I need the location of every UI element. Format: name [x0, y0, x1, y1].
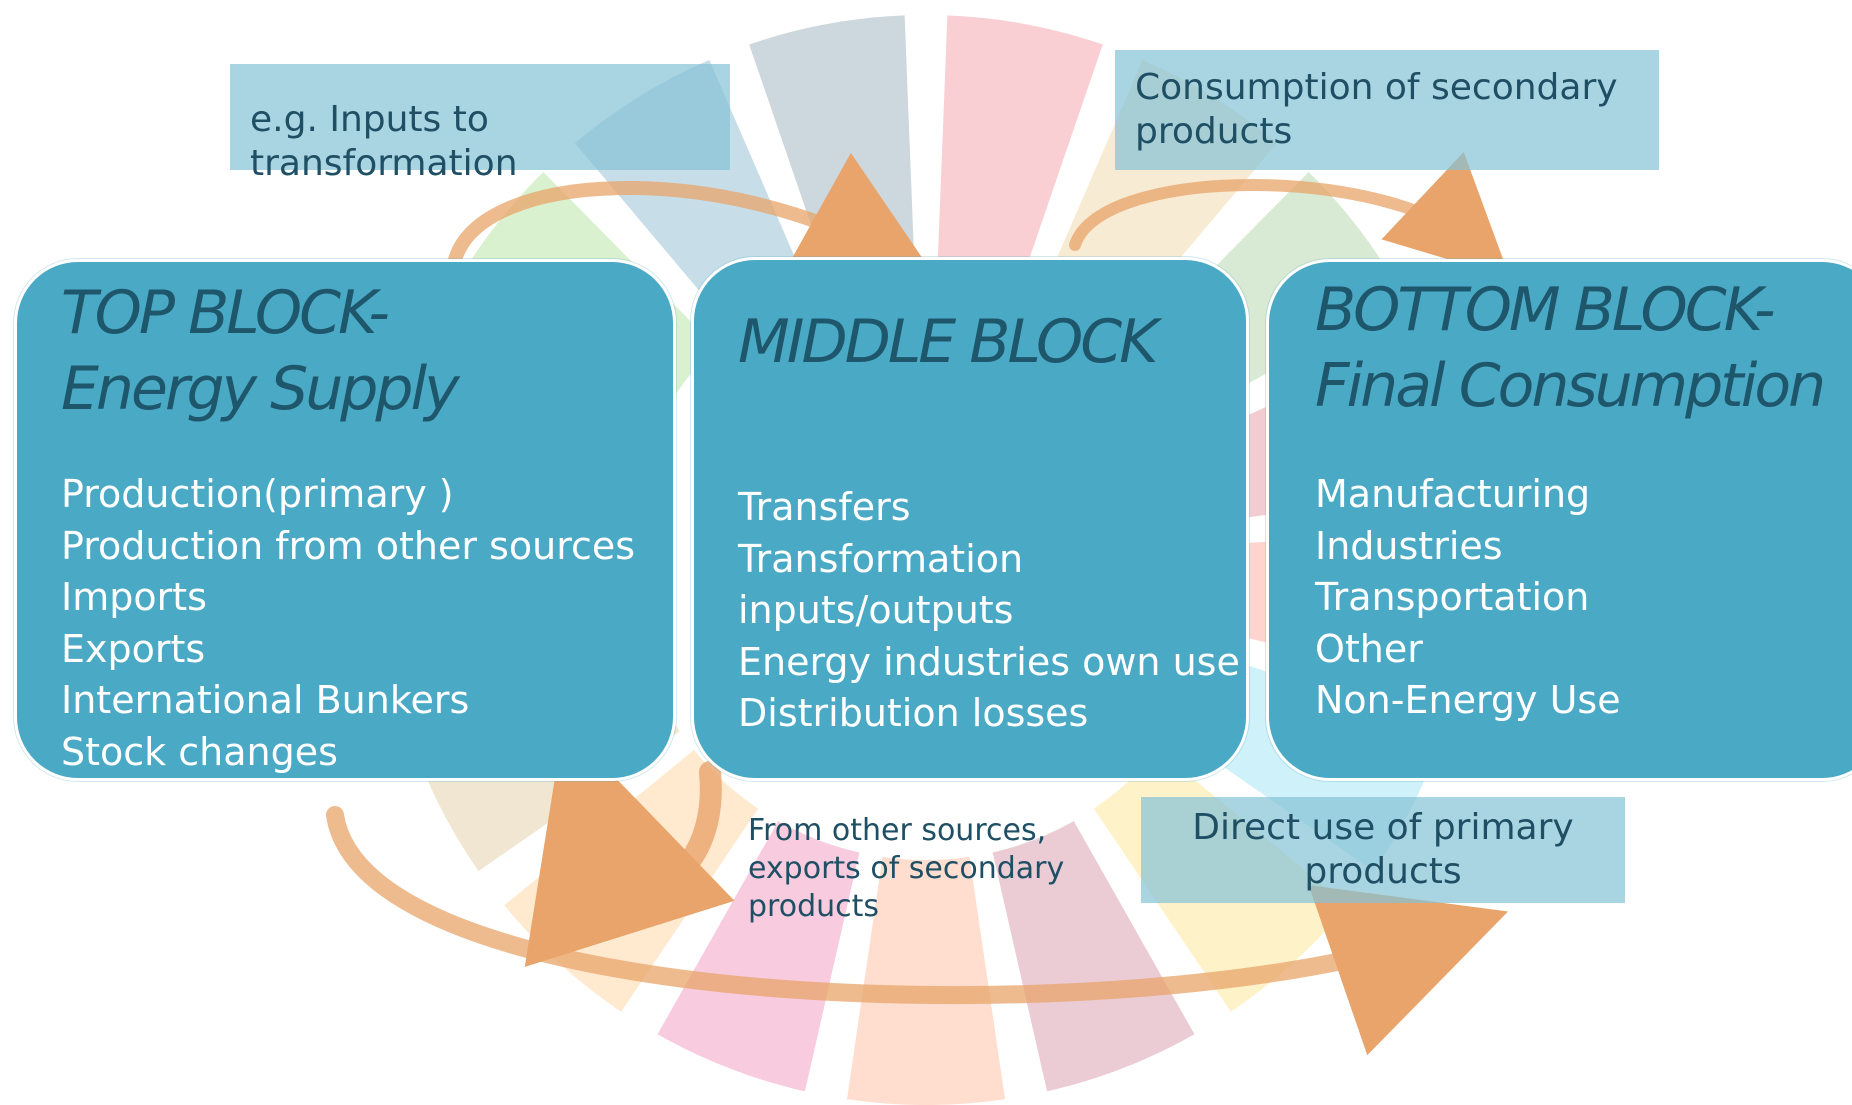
- arrow-middle-to-top: [524, 724, 735, 967]
- middle-block-title: MIDDLE BLOCK: [738, 304, 1158, 380]
- wheel-segment: [846, 856, 1006, 1105]
- list-item: Energy industries own use: [738, 639, 1240, 684]
- list-item: Transportation: [1315, 575, 1590, 619]
- wheel-segment: [657, 821, 860, 1092]
- bottom-block-title-line: BOTTOM BLOCK-: [1315, 275, 1776, 345]
- callout-inputs-text: e.g. Inputs to transformation: [250, 99, 518, 184]
- middle-block: MIDDLE BLOCK Transfers Transformation in…: [691, 257, 1249, 781]
- bottom-block-title: BOTTOM BLOCK- Final Consumption: [1315, 272, 1826, 424]
- list-item: Imports: [61, 575, 207, 619]
- top-block: TOP BLOCK- Energy Supply Production(prim…: [14, 259, 676, 781]
- list-item: Production(primary ): [61, 472, 454, 516]
- list-item: Manufacturing: [1315, 472, 1591, 516]
- callout-consumption-secondary: Consumption of secondary products: [1115, 50, 1659, 170]
- middle-block-items: Transfers Transformation inputs/outputs …: [738, 482, 1240, 740]
- list-item: Exports: [61, 626, 206, 671]
- arrow-top-to-bottom: [326, 806, 1509, 1056]
- list-item: Transformation: [738, 536, 1024, 581]
- top-block-title-line: Energy Supply: [61, 354, 460, 424]
- callout-secondary-text: Consumption of secondary products: [1135, 67, 1618, 152]
- middle-block-title-line: MIDDLE BLOCK: [738, 307, 1158, 377]
- wheel-segment: [937, 15, 1103, 277]
- callout-direct-text: Direct use of primary products: [1192, 807, 1574, 892]
- list-item: inputs/outputs: [738, 588, 1014, 632]
- list-item: Stock changes: [61, 729, 338, 774]
- bottom-block-items: Manufacturing Industries Transportation …: [1315, 469, 1621, 727]
- list-item: Industries: [1315, 523, 1503, 568]
- top-block-title-line: TOP BLOCK-: [61, 278, 390, 348]
- list-item: Other: [1315, 626, 1423, 671]
- list-item: Transfers: [738, 485, 911, 529]
- arrow-top-to-middle: [448, 152, 939, 283]
- bottom-block: BOTTOM BLOCK- Final Consumption Manufact…: [1266, 259, 1852, 781]
- top-block-items: Production(primary ) Production from oth…: [61, 469, 635, 778]
- list-item: Distribution losses: [738, 691, 1089, 735]
- list-item: Production from other sources: [61, 523, 636, 568]
- callout-inputs-to-transformation: e.g. Inputs to transformation: [230, 64, 730, 184]
- list-item: International Bunkers: [61, 678, 470, 722]
- note-from-other-sources: From other sources, exports of secondary…: [748, 813, 1065, 924]
- list-item: Non-Energy Use: [1315, 678, 1621, 722]
- bottom-block-title-line: Final Consumption: [1315, 351, 1826, 421]
- callout-direct-use-primary: Direct use of primary products: [1141, 797, 1625, 903]
- arrow-middle-to-bottom: [1069, 151, 1511, 278]
- wheel-segment: [992, 821, 1195, 1092]
- top-block-title: TOP BLOCK- Energy Supply: [61, 275, 460, 427]
